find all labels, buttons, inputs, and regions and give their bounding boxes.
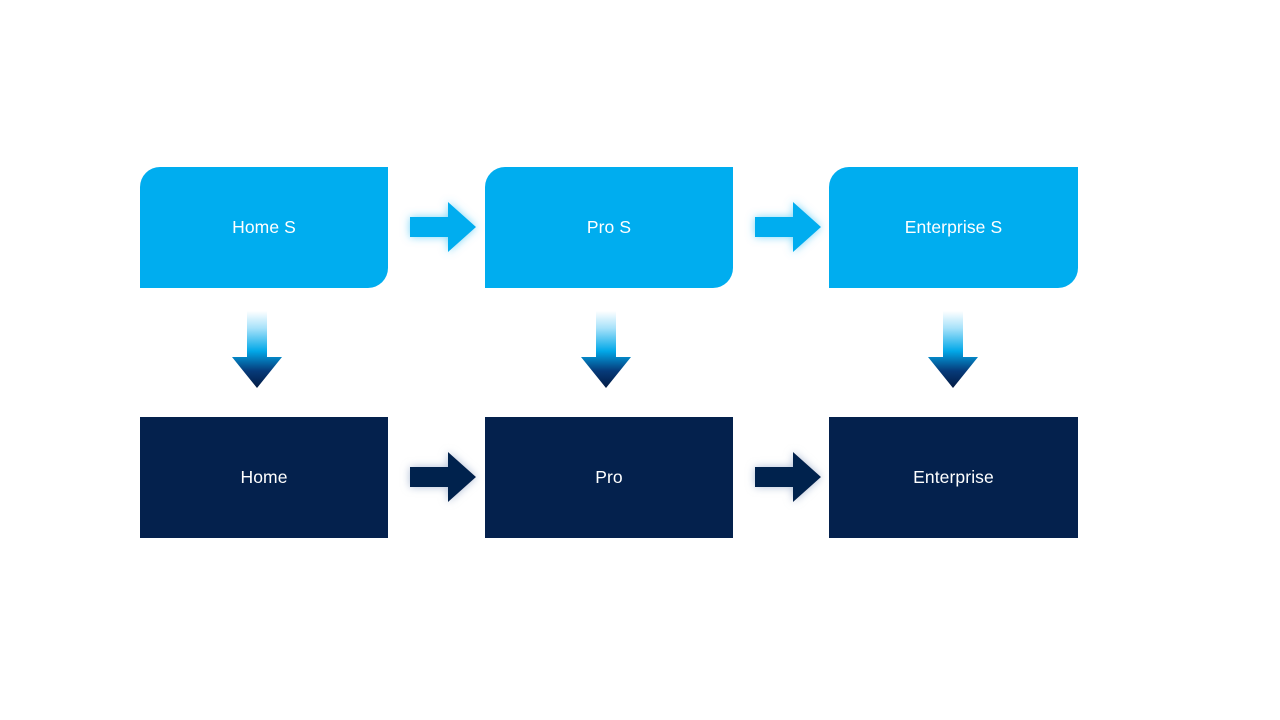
node-enterprise-s-label: Enterprise S [904,217,1003,237]
node-enterprise-s[interactable]: Enterprise S [829,167,1078,288]
node-pro-s-label: Pro S [586,217,632,237]
node-pro-s[interactable]: Pro S [485,167,733,288]
arrow-pro-s-to-enterprise-s-icon [749,196,827,258]
arrow-home-to-pro-icon [404,446,482,508]
node-home-s[interactable]: Home S [140,167,388,288]
node-home[interactable]: Home [140,417,388,538]
arrow-home-s-to-pro-s-icon [404,196,482,258]
node-pro-label: Pro [595,467,623,487]
node-pro[interactable]: Pro [485,417,733,538]
node-home-s-label: Home S [232,217,296,237]
arrow-pro-s-to-pro-icon [580,311,632,389]
node-enterprise[interactable]: Enterprise [829,417,1078,538]
node-home-label: Home [240,467,288,487]
arrow-home-s-to-home-icon [231,311,283,389]
node-enterprise-label: Enterprise [913,467,994,487]
arrow-pro-to-enterprise-icon [749,446,827,508]
arrow-enterprise-s-to-enterprise-icon [927,311,979,389]
